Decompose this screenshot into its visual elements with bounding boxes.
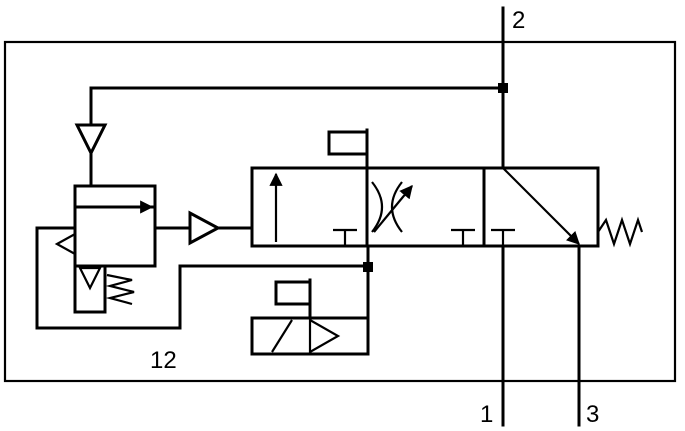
solenoid-triangle (308, 318, 341, 354)
valve-body (250, 166, 600, 248)
amplifier-triangle (188, 210, 222, 246)
restrictor-arc-left (371, 181, 384, 233)
housing-outline (3, 40, 677, 383)
port-1-label: 1 (480, 401, 493, 428)
port-2-label: 2 (512, 7, 525, 34)
vent-block (73, 264, 107, 314)
vent-spring-icon (105, 273, 135, 306)
pilot-relay-block (73, 184, 157, 268)
relay-left-triangle (54, 232, 77, 256)
pilot-loop-line (35, 226, 370, 330)
pilot-triangle-top (74, 123, 108, 157)
right-position-arrow (502, 167, 580, 245)
pilot-feedback-line (89, 86, 505, 127)
restrictor-arc-right (390, 181, 403, 233)
solenoid-slash (271, 319, 293, 353)
port-12-label: 12 (150, 347, 177, 374)
junction-bottom (363, 262, 373, 272)
vent-triangle (78, 266, 102, 291)
restrictor-adjust-arrow (373, 184, 413, 233)
return-spring-icon (597, 216, 644, 248)
port-3-label: 3 (586, 401, 599, 428)
